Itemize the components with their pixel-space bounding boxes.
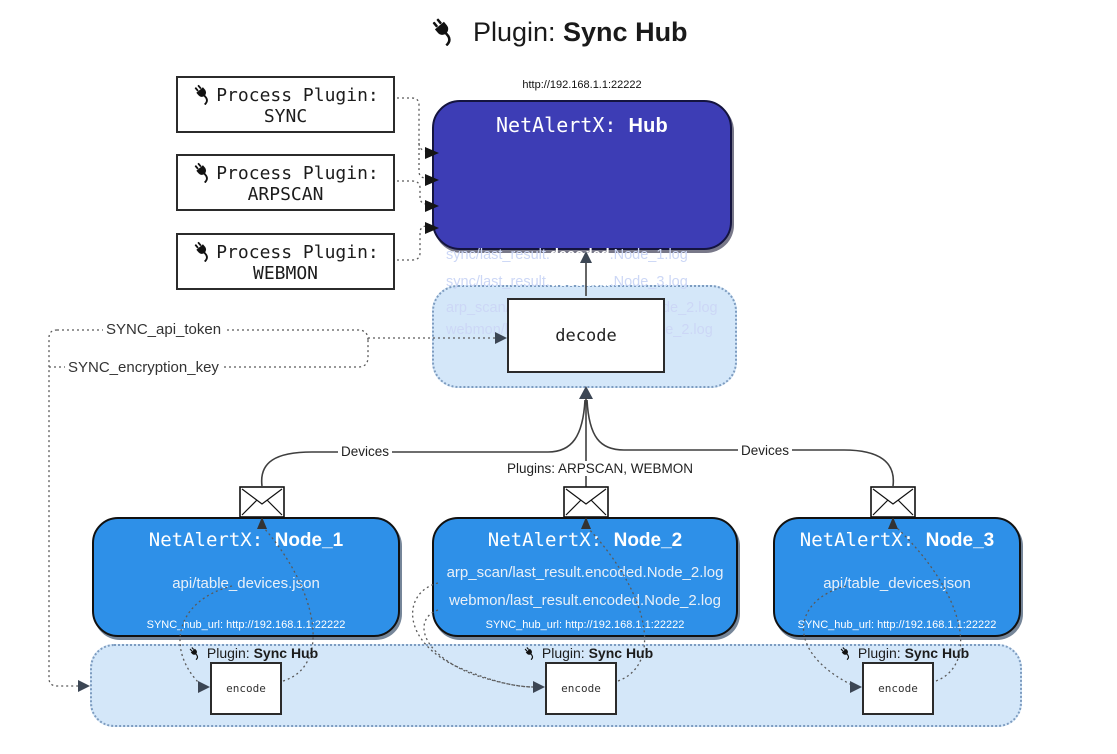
node-box-node3: NetAlertX: Node_3 api/table_devices.json…: [773, 517, 1021, 637]
plug-icon: [192, 240, 214, 262]
process-plugin-box-sync: Process Plugin: SYNC: [176, 76, 395, 133]
plug-icon: [188, 646, 202, 660]
edge-label-plugins: Plugins: ARPSCAN, WEBMON: [504, 461, 697, 476]
hub-box: NetAlertX: Hub sync/last_result.decoded.…: [432, 100, 732, 338]
process-plugin-name: SYNC: [263, 106, 308, 127]
edge-label-devices-left: Devices: [338, 444, 393, 459]
title-name: Sync Hub: [563, 17, 688, 47]
envelope-icon-node2: [563, 486, 609, 518]
process-plugin-box-webmon: Process Plugin: WEBMON: [176, 233, 395, 290]
title-prefix: Plugin:: [472, 17, 556, 47]
encode-box: encode: [210, 662, 282, 715]
plug-icon: [523, 646, 537, 660]
edge-sync-to-hub: [397, 97, 427, 179]
node-box-node2: NetAlertX: Node_2 arp_scan/last_result.e…: [432, 517, 738, 637]
edge-arpscan-to-hub: [397, 180, 428, 205]
node-footer: SYNC_hub_url: http://192.168.1.1:22222: [485, 619, 685, 631]
node-box-node1: NetAlertX: Node_1 api/table_devices.json…: [92, 517, 400, 637]
node-file-line: arp_scan/last_result.encoded.Node_2.log: [446, 564, 724, 581]
process-plugin-name: WEBMON: [252, 263, 319, 284]
node-name: Node_3: [925, 530, 995, 551]
plug-icon: [839, 646, 853, 660]
node-file-line: api/table_devices.json: [823, 575, 971, 592]
plug-icon: [192, 83, 214, 105]
plugin-sync-hub-badge: Plugin: Sync Hub: [188, 645, 318, 661]
encode-box: encode: [862, 662, 934, 715]
edge-label-devices-right: Devices: [738, 443, 793, 458]
node-file-line: api/table_devices.json: [172, 575, 320, 592]
hub-log-line: sync/last_result.decoded.Node_3.log: [446, 274, 688, 290]
process-plugin-box-arpscan: Process Plugin: ARPSCAN: [176, 154, 395, 211]
plugin-sync-hub-badge: Plugin: Sync Hub: [523, 645, 653, 661]
encode-box: encode: [545, 662, 617, 715]
plug-icon: [192, 161, 214, 183]
hub-name: Hub: [628, 115, 668, 137]
plug-icon: [429, 16, 459, 46]
node-footer: SYNC_hub_url: http://192.168.1.1:22222: [146, 619, 346, 631]
hub-url-label: http://192.168.1.1:22222: [522, 79, 642, 91]
node-footer: SYNC_hub_url: http://192.168.1.1:22222: [797, 619, 997, 631]
plugin-sync-hub-badge: Plugin: Sync Hub: [839, 645, 969, 661]
envelope-icon-node3: [870, 486, 916, 518]
hub-log-line: sync/last_result.decoded.Node_1.log: [446, 247, 688, 263]
sync-encryption-key-label: SYNC_encryption_key: [65, 359, 222, 376]
node-name: Node_1: [274, 530, 344, 551]
process-plugin-name: ARPSCAN: [247, 184, 324, 205]
envelope-icon-node1: [239, 486, 285, 518]
sync-api-token-label: SYNC_api_token: [103, 321, 225, 338]
hub-name-prefix: NetAlertX:: [496, 113, 617, 137]
diagram-title: Plugin: Sync Hub: [0, 16, 1117, 48]
edge-sync-keys: [48, 329, 507, 692]
node-file-line: webmon/last_result.encoded.Node_2.log: [449, 592, 721, 609]
node-name: Node_2: [613, 530, 683, 551]
decode-box: decode: [507, 298, 665, 373]
edge-webmon-to-hub: [397, 225, 428, 261]
hub-title: NetAlertX: Hub: [434, 113, 730, 138]
